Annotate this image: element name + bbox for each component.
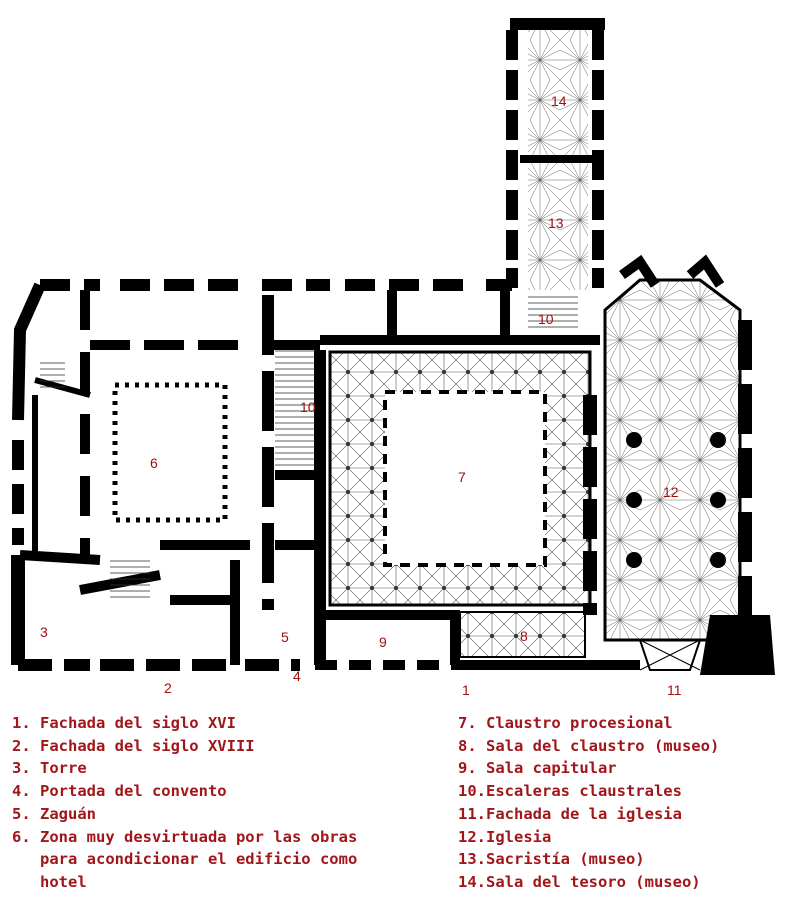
legend-item: 5. Zaguán bbox=[12, 804, 96, 823]
legend-item: 13.Sacristía (museo) bbox=[458, 850, 645, 869]
legend-item: 10.Escaleras claustrales bbox=[458, 782, 682, 801]
label-7: 7 bbox=[458, 469, 466, 485]
label-1: 1 bbox=[462, 682, 470, 698]
legend-right: 7. Claustro procesional 8. Sala del clau… bbox=[458, 712, 798, 894]
stairs-10-upper bbox=[528, 295, 578, 330]
label-12: 12 bbox=[663, 484, 679, 500]
legend-item: hotel bbox=[12, 872, 87, 891]
label-2: 2 bbox=[164, 680, 172, 696]
label-14: 14 bbox=[551, 93, 567, 109]
legend-item: 8. Sala del claustro (museo) bbox=[458, 736, 720, 755]
zone-6-outline bbox=[112, 382, 228, 523]
legend-item: 14.Sala del tesoro (museo) bbox=[458, 872, 701, 891]
room-8-vaults bbox=[459, 611, 586, 658]
legend-item: 12.Iglesia bbox=[458, 827, 552, 846]
legend-left: 1. Fachada del siglo XVI 2. Fachada del … bbox=[12, 712, 432, 894]
label-4: 4 bbox=[293, 668, 301, 684]
legend-item: 1. Fachada del siglo XVI bbox=[12, 714, 236, 732]
stairs-west bbox=[110, 560, 150, 600]
label-13: 13 bbox=[548, 215, 564, 231]
legend-item: 4. Portada del convento bbox=[12, 782, 227, 801]
cloister-galleries bbox=[328, 350, 592, 607]
legend-item: 11.Fachada de la iglesia bbox=[458, 804, 682, 823]
floor-plan: 14 13 10 10 6 7 12 3 5 9 8 2 4 1 11 bbox=[11, 18, 775, 698]
treasury-wing bbox=[506, 18, 605, 290]
label-3: 3 bbox=[40, 624, 48, 640]
legend-item: 2. Fachada del siglo XVIII bbox=[12, 736, 255, 755]
label-5: 5 bbox=[281, 629, 289, 645]
legend-item: 7. Claustro procesional bbox=[458, 714, 673, 732]
label-11: 11 bbox=[667, 682, 682, 698]
stairs-nw bbox=[40, 360, 65, 388]
label-10-upper: 10 bbox=[538, 311, 554, 327]
church bbox=[583, 254, 775, 675]
stairs-10-lower bbox=[275, 350, 315, 470]
legend-item: 6. Zona muy desvirtuada por las obras bbox=[12, 827, 358, 846]
label-6: 6 bbox=[150, 455, 158, 471]
legend-item: 9. Sala capitular bbox=[458, 759, 617, 778]
label-9: 9 bbox=[379, 634, 387, 650]
legend-item: 3. Torre bbox=[12, 759, 87, 778]
label-10-lower: 10 bbox=[300, 399, 316, 415]
label-8: 8 bbox=[520, 628, 528, 644]
legend-item: para acondicionar el edificio como bbox=[12, 850, 358, 869]
